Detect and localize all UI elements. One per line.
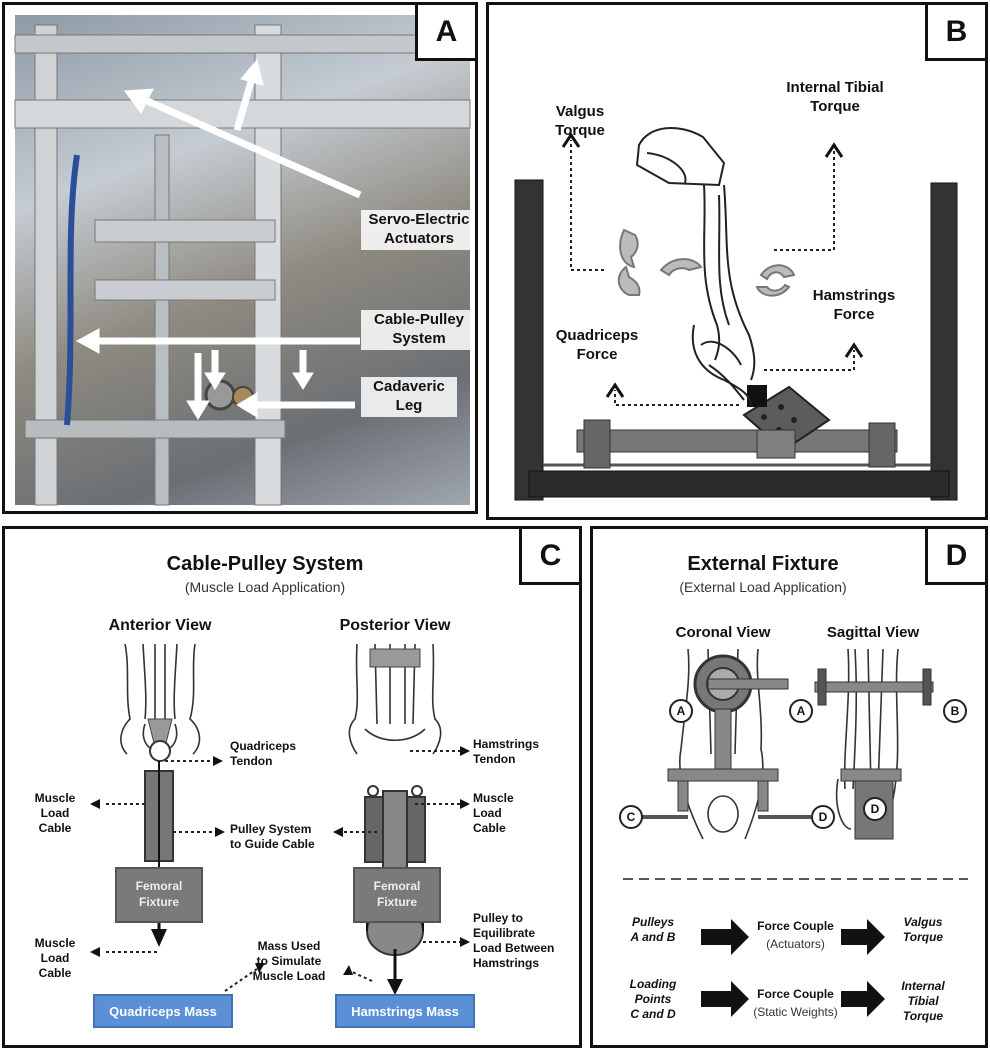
panel-b-badge: B: [925, 5, 985, 61]
panel-a: A Servo-Electric Actuators Cable-Pulley …: [2, 2, 478, 514]
panel-a-badge: A: [415, 5, 475, 61]
leg-pulley: [204, 379, 236, 411]
muscle-load-cable-left-1-label: Muscle Load Cable: [34, 791, 76, 835]
panel-d: D External Fixture (External Load Applic…: [590, 526, 988, 1048]
anterior-view-heading: Anterior View: [108, 617, 212, 634]
panel-d-subtitle: (External Load Application): [679, 579, 847, 595]
point-b-sagittal: B: [943, 699, 967, 723]
femoral-fixture-right: Femoral Fixture: [353, 867, 441, 923]
posterior-view-heading: Posterior View: [339, 617, 451, 634]
coronal-view-heading: Coronal View: [675, 624, 771, 641]
point-d-sagittal: D: [863, 797, 887, 821]
pulley-system-label: Pulley System to Guide Cable: [230, 822, 315, 851]
row1-source: Pulleys A and B: [630, 915, 676, 944]
panel-c-title: Cable-Pulley System: [166, 553, 364, 575]
row1-force-couple-sub: (Actuators): [766, 937, 825, 951]
sagittal-view-heading: Sagittal View: [826, 624, 920, 641]
servo-actuators-label: Servo-Electric Actuators: [361, 210, 475, 250]
panel-d-title: External Fixture: [687, 553, 839, 575]
point-a-coronal: A: [669, 699, 693, 723]
pulley-equilibrate-label: Pulley to Equilibrate Load Between Hamst…: [473, 911, 555, 970]
row2-source: Loading Points C and D: [629, 977, 677, 1021]
quadriceps-mass: Quadriceps Mass: [93, 994, 233, 1028]
mass-used-label: Mass Used to Simulate Muscle Load: [252, 939, 326, 983]
cable-pulley-label: Cable-Pulley System: [361, 310, 475, 350]
hamstrings-force-label: Hamstrings Force: [812, 287, 896, 323]
quadriceps-force-label: Quadriceps Force: [555, 327, 639, 363]
valgus-torque-label: Valgus Torque: [555, 103, 605, 139]
panel-b-diagram: [514, 126, 958, 501]
point-d-coronal: D: [811, 805, 835, 829]
internal-tibial-torque-label: Internal Tibial Torque: [786, 79, 884, 115]
leg-fixture-block: [742, 385, 831, 459]
row1-force-couple: Force Couple: [757, 919, 834, 933]
row2-force-couple: Force Couple: [757, 987, 834, 1001]
panel-d-diagram: [623, 648, 968, 1017]
hamstrings-mass: Hamstrings Mass: [335, 994, 475, 1028]
panel-c-subtitle: (Muscle Load Application): [184, 579, 346, 595]
panel-b: B Valgus Torque Internal Tibial Torque H…: [486, 2, 988, 520]
cadaveric-leg-label: Cadaveric Leg: [361, 377, 457, 417]
panel-d-badge: D: [925, 529, 985, 585]
row2-force-couple-sub: (Static Weights): [753, 1005, 838, 1019]
panel-a-structure: [14, 24, 471, 506]
quadriceps-tendon-label: Quadriceps Tendon: [230, 739, 297, 768]
point-c: C: [619, 805, 643, 829]
point-a-sagittal: A: [789, 699, 813, 723]
hamstrings-tendon-label: Hamstrings Tendon: [473, 737, 540, 766]
row2-result: Internal Tibial Torque: [901, 979, 945, 1023]
muscle-load-cable-right-label: Muscle Load Cable: [473, 791, 514, 835]
femoral-fixture-left: Femoral Fixture: [115, 867, 203, 923]
row1-result: Valgus Torque: [902, 915, 944, 944]
panel-c: C Cable-Pulley System (Muscle Load Appli…: [2, 526, 582, 1048]
panel-c-badge: C: [519, 529, 579, 585]
muscle-load-cable-left-2-label: Muscle Load Cable: [34, 936, 76, 980]
